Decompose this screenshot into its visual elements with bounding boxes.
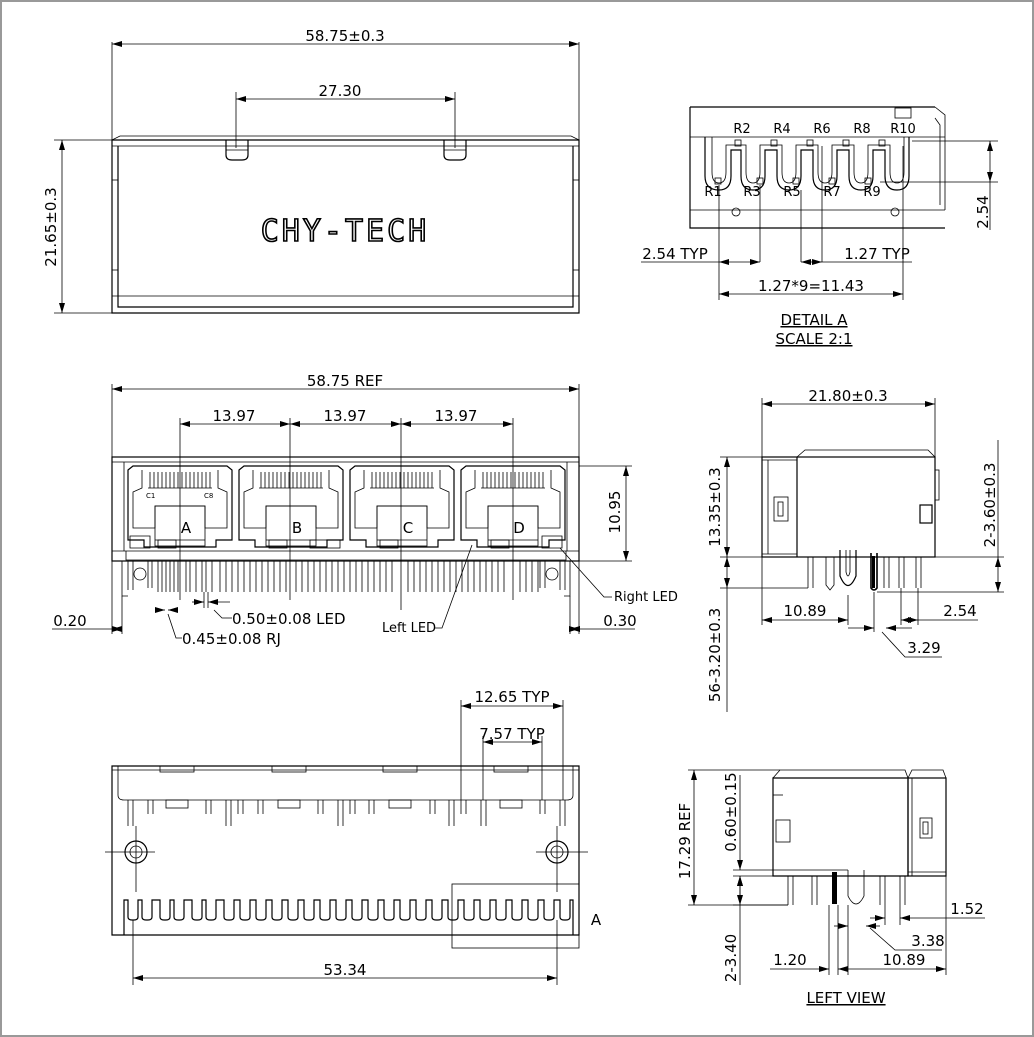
left-dim-338: 3.38 <box>911 932 944 950</box>
pin-r3-label: R3 <box>743 185 760 200</box>
tab-spacing-dim: 27.30 <box>319 82 362 100</box>
rj-pin-dim: 0.45±0.08 RJ <box>182 630 281 648</box>
detail-row-offset: 2.54 <box>974 195 992 228</box>
led-pin-dim: 0.50±0.08 LED <box>232 610 346 628</box>
front-width-dim: 58.75±0.3 <box>305 27 384 45</box>
bottom-view: 12.65 TYP 7.57 TYP A <box>105 688 602 985</box>
left-step-dim: 0.60±0.15 <box>722 772 740 851</box>
port-pitch-1: 13.97 <box>213 407 256 425</box>
peg-length-dim: 2-3.60±0.3 <box>981 463 999 548</box>
left-overall-dim: 17.29 REF <box>676 803 694 879</box>
pin-r8-label: R8 <box>853 122 870 137</box>
detail-a-title: DETAIL A <box>780 311 848 329</box>
detail-a-scale: SCALE 2:1 <box>776 330 853 348</box>
port-height-dim: 10.95 <box>606 491 624 534</box>
pin-r1-label: R1 <box>704 185 721 200</box>
detail-span-dim: 1.27*9=11.43 <box>758 277 864 295</box>
left-peg-dim: 2-3.40 <box>722 934 740 982</box>
pin-offset-dim: 10.89 <box>784 602 827 620</box>
front-view: 58.75±0.3 27.30 21.65±0.3 CHY-TECH <box>42 27 580 314</box>
left-dim-1089: 10.89 <box>883 951 926 969</box>
pin-length-dim: 56-3.20±0.3 <box>706 608 724 702</box>
peg-offset-dim: 3.29 <box>907 639 940 657</box>
detail-typ-left: 2.54 TYP <box>642 245 708 263</box>
port-pitch-3: 13.97 <box>435 407 478 425</box>
left-view-title: LEFT VIEW <box>806 989 885 1007</box>
left-view: 17.29 REF 0.60±0.15 2-3.40 1.52 3.38 1.2… <box>676 769 985 1007</box>
left-offset-dim: 0.20 <box>53 612 86 630</box>
contact-c8-label: C8 <box>204 492 213 500</box>
led-pitch-dim: 12.65 TYP <box>474 688 549 706</box>
pin-r6-label: R6 <box>813 122 830 137</box>
side-depth-dim: 21.80±0.3 <box>808 387 887 405</box>
port-d-label: D <box>513 519 525 537</box>
port-view: 58.75 REF 13.97 13.97 13.97 <box>52 372 678 648</box>
port-overall-dim: 58.75 REF <box>307 372 383 390</box>
led-spacing-dim: 7.57 TYP <box>479 725 545 743</box>
front-height-dim: 21.65±0.3 <box>42 187 60 266</box>
brand-logo: CHY-TECH <box>261 214 430 249</box>
port-a-label: A <box>181 519 192 537</box>
port-c-label: C <box>403 519 413 537</box>
port-pins <box>121 561 571 597</box>
side-height-dim: 13.35±0.3 <box>706 467 724 546</box>
pin-r9-label: R9 <box>863 185 880 200</box>
pin-r5-label: R5 <box>783 185 800 200</box>
port-pitch-2: 13.97 <box>324 407 367 425</box>
right-led-label: Right LED <box>614 590 678 605</box>
pin-r10-label: R10 <box>890 122 916 137</box>
right-offset-dim: 0.30 <box>603 612 636 630</box>
pin-r4-label: R4 <box>773 122 790 137</box>
pin-r7-label: R7 <box>823 185 840 200</box>
left-led-label: Left LED <box>382 621 436 636</box>
left-dim-120: 1.20 <box>773 951 806 969</box>
contact-c1-label: C1 <box>146 492 155 500</box>
pin-r2-label: R2 <box>733 122 750 137</box>
bottom-span-dim: 53.34 <box>324 961 367 979</box>
peg-spacing-dim: 2.54 <box>943 602 976 620</box>
left-dim-152: 1.52 <box>950 900 983 918</box>
port-b-label: B <box>292 519 302 537</box>
side-view: 21.80±0.3 13.35±0.3 56-3.20±0.3 <box>706 387 1004 712</box>
detail-a-ref: A <box>591 911 602 929</box>
detail-typ-right: 1.27 TYP <box>844 245 910 263</box>
detail-a-view: R2 R4 R6 R8 R10 R1 R3 R5 R7 R9 2.54 TYP … <box>641 106 998 348</box>
